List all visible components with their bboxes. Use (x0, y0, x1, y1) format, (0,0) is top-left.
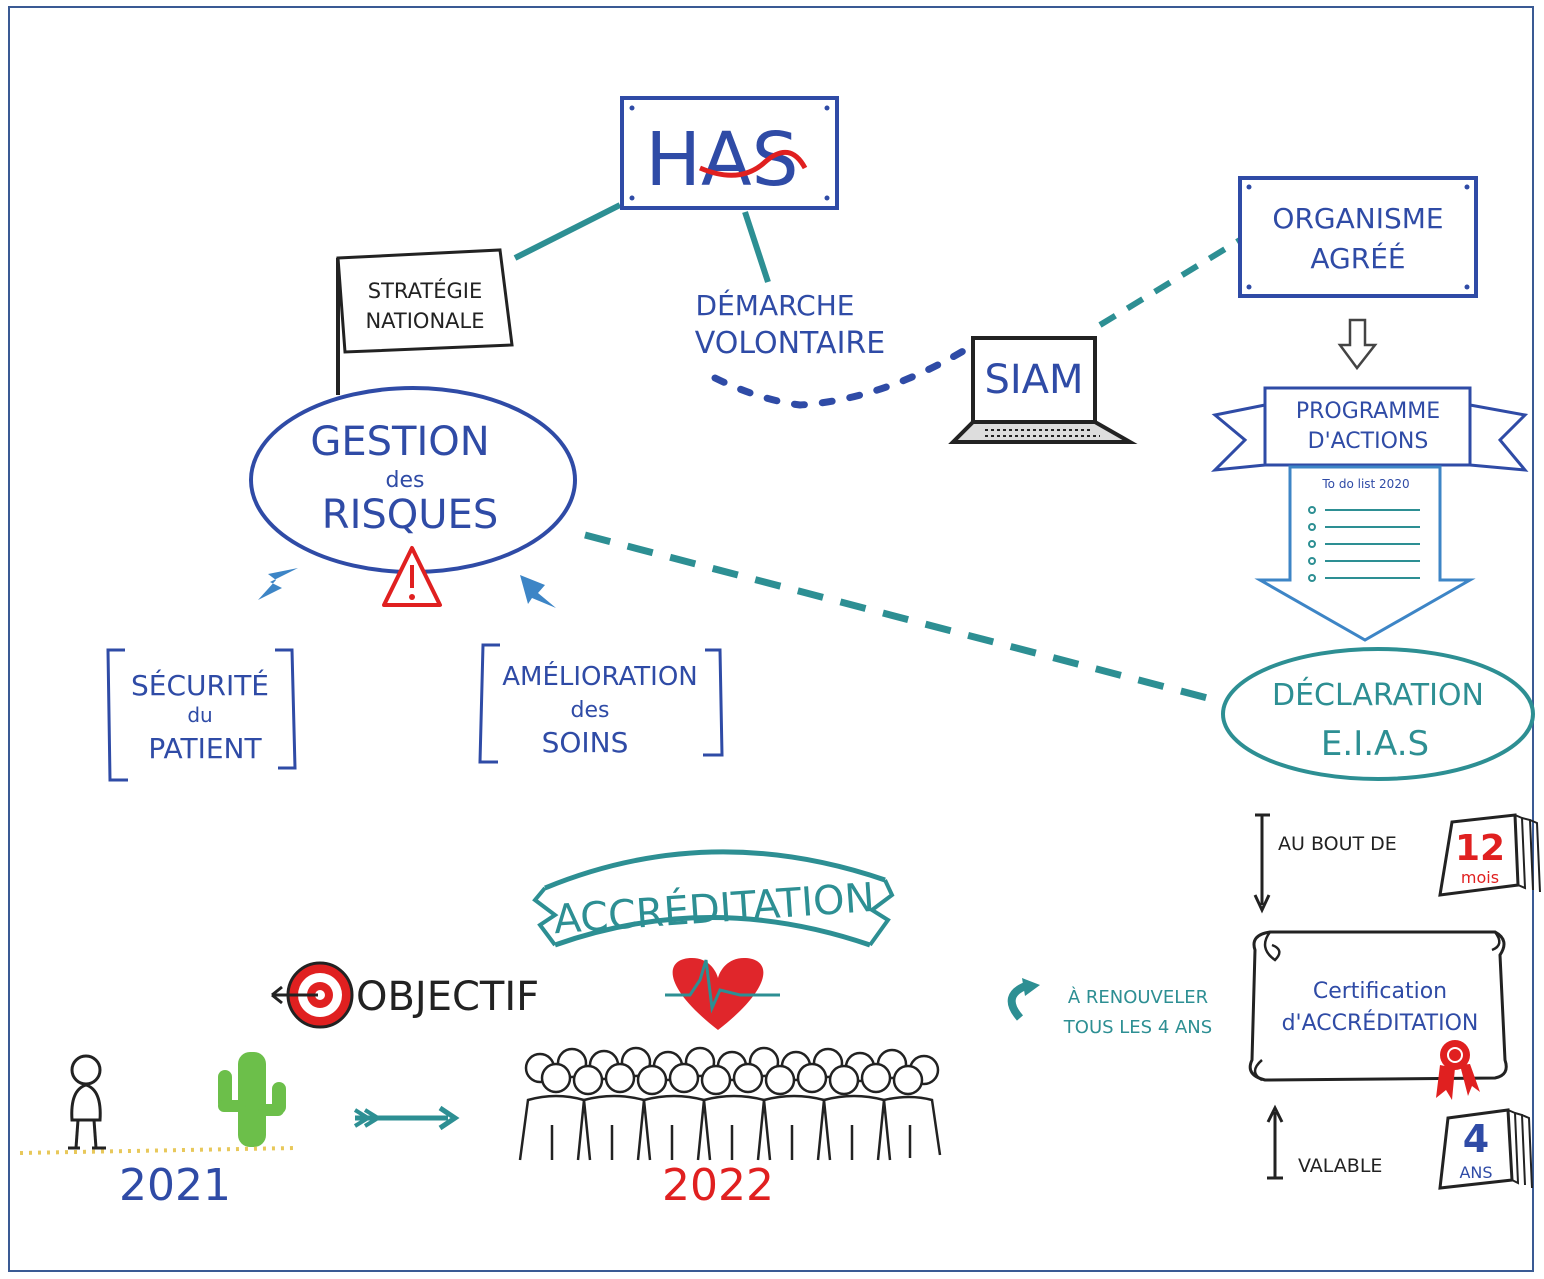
declaration-line2: E.I.A.S (1321, 724, 1429, 764)
crowd-front-row (540, 1062, 924, 1096)
connector-siam-organisme (1098, 237, 1242, 328)
gestion-line2: des (386, 468, 425, 493)
calendar-12-unit: mois (1461, 868, 1499, 887)
programme-banner: PROGRAMME D'ACTIONS (1210, 386, 1529, 472)
amelioration-line1: AMÉLIORATION (502, 660, 698, 692)
todo-title: To do list 2020 (1321, 477, 1409, 491)
securite-line2: du (187, 703, 212, 727)
objectif-label: OBJECTIF (356, 974, 539, 1020)
renouveler-line2: TOUS LES 4 ANS (1063, 1017, 1212, 1038)
siam-label: SIAM (984, 357, 1083, 403)
calendar-4-unit: ANS (1459, 1163, 1492, 1182)
strategie-flag: STRATÉGIE NATIONALE (336, 248, 514, 395)
renouveler-line1: À RENOUVELER (1068, 986, 1208, 1008)
seal-icon (1436, 1040, 1480, 1100)
crowd-icon (518, 1046, 942, 1161)
has-box: HAS (620, 96, 839, 210)
declaration-ellipse: DÉCLARATION E.I.A.S (1221, 647, 1535, 781)
renew-icon (1007, 978, 1040, 1021)
arrow-left-down-icon (258, 568, 298, 600)
certificate-scroll: Certification d'ACCRÉDITATION (1248, 930, 1508, 1082)
amelioration-line3: SOINS (542, 726, 629, 759)
lone-person-icon (68, 1054, 106, 1150)
strategie-line1: STRATÉGIE (368, 278, 482, 303)
declaration-line1: DÉCLARATION (1272, 677, 1484, 713)
programme-line1: PROGRAMME (1296, 399, 1440, 424)
accreditation-banner: ACCRÉDITATION (532, 849, 895, 948)
laptop-keyboard (948, 420, 1138, 444)
frame-border (8, 6, 1534, 1272)
siam-laptop: SIAM (948, 336, 1138, 444)
calendar-12-icon: 12 mois (1438, 813, 1541, 897)
calendar-12-number: 12 (1455, 828, 1505, 869)
amelioration-line2: des (571, 698, 610, 723)
securite-line3: PATIENT (148, 732, 262, 765)
year-2022-label: 2022 (662, 1160, 774, 1211)
demarche-line2: VOLONTAIRE (695, 326, 885, 361)
arrow-right-down-icon (520, 575, 556, 608)
gestion-ellipse: GESTION des RISQUES (249, 386, 577, 574)
arrow-right-icon (353, 1105, 460, 1131)
valable-group: VALABLE (1266, 1104, 1382, 1180)
au-bout-de-label: AU BOUT DE (1278, 833, 1397, 855)
target-icon (271, 961, 354, 1029)
organisme-line1: ORGANISME (1272, 202, 1443, 235)
connector-has-demarche (742, 211, 771, 283)
desert-ground (19, 1146, 296, 1155)
securite-bracket: SÉCURITÉ du PATIENT (106, 648, 297, 782)
todo-lines (1308, 506, 1420, 582)
certification-line1: Certification (1313, 979, 1447, 1004)
certification-line2: d'ACCRÉDITATION (1282, 1010, 1479, 1036)
strategie-line2: NATIONALE (365, 309, 484, 333)
valable-label: VALABLE (1298, 1155, 1382, 1177)
organisme-box: ORGANISME AGRÉÉ (1238, 176, 1478, 298)
heart-icon (665, 958, 780, 1030)
has-red-swoosh (699, 150, 808, 178)
warning-icon (382, 546, 442, 607)
demarche-line1: DÉMARCHE (696, 288, 855, 322)
calendar-4-icon: 4 ANS (1438, 1108, 1533, 1190)
cactus-icon (218, 1052, 286, 1147)
year-2021-label: 2021 (119, 1160, 231, 1211)
gestion-line3: RISQUES (322, 492, 498, 538)
connector-has-strategie (513, 202, 622, 261)
programme-line2: D'ACTIONS (1308, 429, 1429, 454)
connector-demarche-siam (711, 346, 969, 409)
organisme-line2: AGRÉÉ (1310, 241, 1405, 275)
down-hollow-arrow (1337, 318, 1378, 371)
has-label: HAS (645, 117, 798, 203)
securite-line1: SÉCURITÉ (131, 668, 269, 702)
au-bout-de-group: AU BOUT DE (1253, 813, 1397, 914)
crowd-bodies (518, 1094, 942, 1161)
amelioration-bracket: AMÉLIORATION des SOINS (478, 643, 724, 764)
connector-gestion-declaration (584, 531, 1216, 704)
gestion-line1: GESTION (310, 419, 489, 465)
todo-list-arrow: To do list 2020 (1254, 465, 1476, 642)
calendar-4-number: 4 (1463, 1117, 1489, 1161)
